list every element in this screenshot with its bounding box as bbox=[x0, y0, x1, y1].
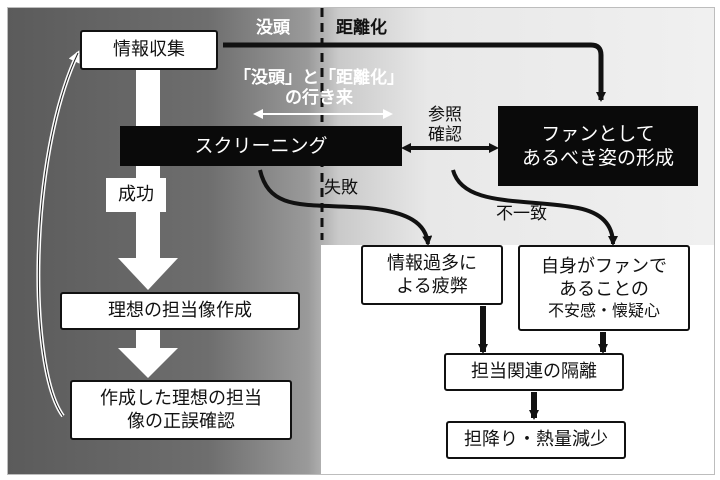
failure-arrow bbox=[258, 169, 433, 246]
node-ideal-create: 理想の担当像作成 bbox=[60, 292, 300, 330]
label-failure: 失敗 bbox=[324, 178, 358, 198]
anxiety-line-1: 自身がファンで あることの bbox=[541, 255, 667, 300]
node-fatigue: 情報過多に よる疲弊 bbox=[361, 245, 503, 305]
node-decline: 担降り・熱量減少 bbox=[446, 421, 626, 459]
connector-layer bbox=[36, 8, 618, 420]
header-immersion: 没頭 bbox=[256, 18, 290, 38]
white-arrow-shaft-2 bbox=[136, 330, 160, 352]
label-mismatch: 不一致 bbox=[496, 204, 547, 224]
white-arrow-shaft-upper bbox=[136, 70, 160, 126]
arrow-info-to-fan bbox=[223, 42, 606, 102]
node-verify: 作成した理想の担当 像の正誤確認 bbox=[70, 380, 292, 440]
header-distancing: 距離化 bbox=[336, 18, 387, 38]
node-info-collect: 情報収集 bbox=[80, 30, 218, 70]
node-anxiety: 自身がファンで あることの 不安感・懐疑心 bbox=[518, 245, 690, 331]
diagram-frame: 没頭 距離化 情報収集 「没頭」と「距離化」 の行き来 スクリーニング 参照 確… bbox=[7, 7, 715, 475]
return-loop-outline bbox=[37, 52, 79, 417]
label-success: 成功 bbox=[106, 178, 166, 212]
mismatch-arrow bbox=[451, 169, 618, 246]
white-arrow-head-2 bbox=[118, 348, 178, 378]
node-isolation: 担当関連の隔離 bbox=[444, 353, 624, 391]
white-arrow-head-1 bbox=[118, 258, 178, 290]
label-back-forth: 「没頭」と「距離化」 の行き来 bbox=[234, 68, 404, 109]
node-screening: スクリーニング bbox=[120, 126, 402, 166]
label-reference: 参照 確認 bbox=[428, 105, 462, 146]
node-fan-form: ファンとして あるべき姿の形成 bbox=[498, 106, 698, 186]
anxiety-line-2: 不安感・懐疑心 bbox=[547, 300, 660, 320]
